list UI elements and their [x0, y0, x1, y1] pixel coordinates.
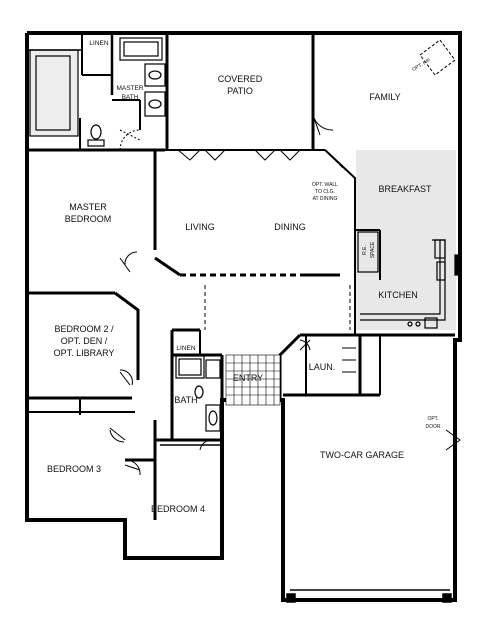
- dining-label: DINING: [274, 222, 306, 232]
- kitchen-label: KITCHEN: [378, 290, 418, 300]
- bedroom2-label-line2: OPT. DEN /: [61, 336, 108, 346]
- master-bath-fixtures: [29, 37, 166, 147]
- breakfast-label: BREAKFAST: [378, 184, 432, 194]
- kitchen-fixtures: [357, 231, 462, 329]
- entry-label: ENTRY: [233, 373, 263, 383]
- master-bath-label-line2: BATH: [122, 94, 139, 101]
- re-space-label-line1: R.E.: [362, 245, 368, 255]
- door-swings: [109, 114, 461, 476]
- opt-door-label-line2: DOOR: [426, 424, 441, 430]
- living-label: LIVING: [185, 222, 215, 232]
- opt-door-label-line1: OPT.: [427, 416, 438, 422]
- bath-label: BATH: [174, 395, 197, 405]
- entry-tile-floor: [225, 354, 281, 406]
- master-bath-label-line1: MASTER: [116, 85, 143, 92]
- bedroom2-label-line1: BEDROOM 2 /: [54, 324, 114, 334]
- master-bedroom-label-line2: BEDROOM: [65, 214, 112, 224]
- hall-bath-fixtures: [175, 355, 221, 432]
- covered-patio-label: COVERED PATIO: [218, 74, 263, 96]
- garage-door-line: [286, 589, 452, 603]
- opt-fireplace: [419, 39, 456, 76]
- bedroom2-label-line3: OPT. LIBRARY: [54, 348, 115, 358]
- garage-label: TWO-CAR GARAGE: [320, 450, 404, 460]
- family-label: FAMILY: [369, 92, 400, 102]
- opt-wall-note-line3: AT DINING: [313, 196, 338, 202]
- covered-patio-label-line2: PATIO: [227, 86, 253, 96]
- opt-wall-note-line1: OPT. WALL: [312, 182, 338, 188]
- walls: [25, 31, 462, 602]
- re-space-label-line2: SPACE: [370, 241, 376, 258]
- linen-label-top: LINEN: [89, 40, 108, 47]
- bedroom4-label: BEDROOM 4: [151, 504, 205, 514]
- opt-wall-note-line2: TO CLG.: [315, 189, 335, 195]
- linen-label-hall: LINEN: [176, 345, 195, 352]
- bedroom3-label: BEDROOM 3: [47, 464, 101, 474]
- laundry-label: LAUN.: [309, 362, 336, 372]
- master-bedroom-label-line1: MASTER: [69, 202, 107, 212]
- covered-patio-label-line1: COVERED: [218, 74, 263, 84]
